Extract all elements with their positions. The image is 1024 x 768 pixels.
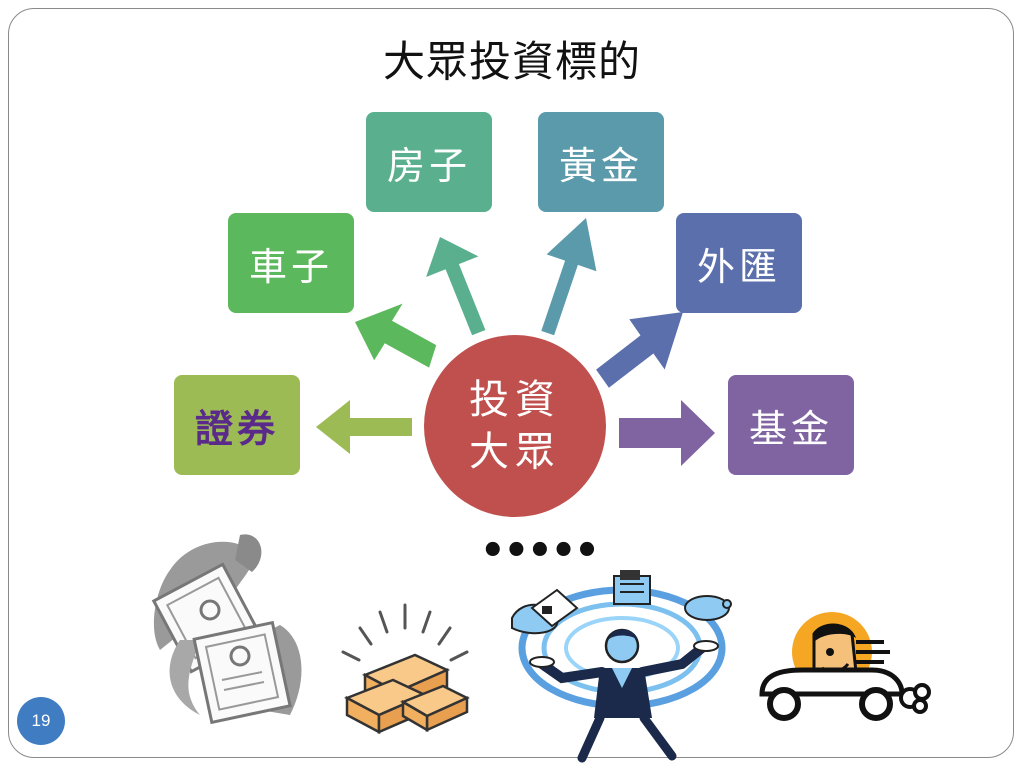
target-house: 房子 <box>366 112 492 212</box>
page-number-badge: 19 <box>17 697 65 745</box>
target-car-label: 車子 <box>248 244 333 289</box>
target-securities: 證券 <box>174 375 300 475</box>
ellipsis: ••••• <box>480 528 600 574</box>
target-forex: 外匯 <box>676 213 802 313</box>
target-forex-label: 外匯 <box>696 244 781 289</box>
gold-bars-icon <box>341 603 470 735</box>
target-gold-label: 黃金 <box>558 143 643 188</box>
hub-line-2: 大眾 <box>469 429 561 475</box>
hub-circle: 投資 大眾 <box>424 335 606 517</box>
certificates-icon <box>151 534 302 725</box>
target-car: 車子 <box>228 213 354 313</box>
hub-line-1: 投資 <box>469 377 561 423</box>
target-fund: 基金 <box>728 375 854 475</box>
slide-frame <box>8 8 1014 758</box>
target-house-label: 房子 <box>386 143 471 188</box>
target-fund-label: 基金 <box>748 406 833 451</box>
target-gold: 黃金 <box>538 112 664 212</box>
juggling-businesswoman-icon <box>511 570 732 763</box>
target-securities-label: 證券 <box>194 405 279 451</box>
driver-car-icon <box>759 612 931 721</box>
slide-title: 大眾投資標的 <box>382 37 641 86</box>
